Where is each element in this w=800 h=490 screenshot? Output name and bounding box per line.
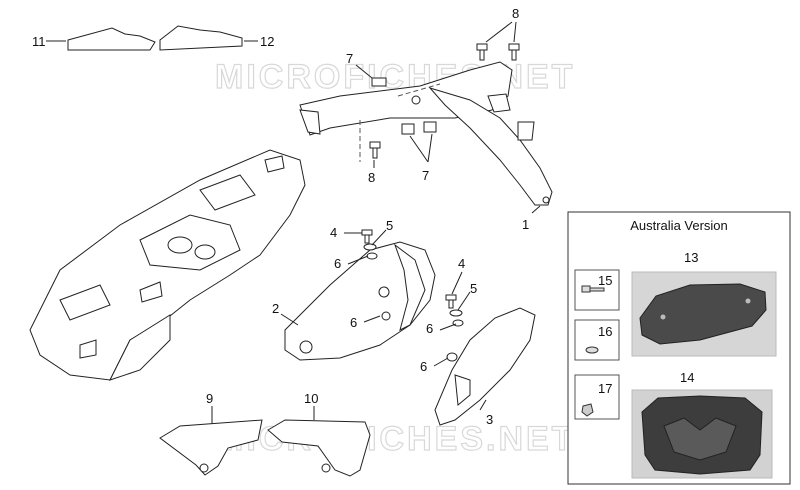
part-3-side-cover <box>434 307 536 426</box>
australia-version-title: Australia Version <box>630 218 728 233</box>
part-9-pad <box>159 419 263 476</box>
part-10-pad <box>267 419 371 477</box>
leader-7b-2 <box>427 133 433 163</box>
bolt-8-bottom <box>369 141 381 159</box>
callout-6-mid: 6 <box>350 315 357 330</box>
leader-2 <box>280 313 299 326</box>
part-1-bracket <box>299 61 553 206</box>
callout-4-right: 4 <box>458 256 465 271</box>
part-2-side-cover <box>284 241 436 361</box>
callout-7-bottom: 7 <box>422 168 429 183</box>
callout-9: 9 <box>206 391 213 406</box>
dash-line-2 <box>397 83 441 97</box>
callout-5-left: 5 <box>386 218 393 233</box>
leader-8a-1 <box>485 21 513 43</box>
callout-10: 10 <box>304 391 318 406</box>
leader-5a <box>371 229 387 246</box>
leader-4b <box>451 271 463 295</box>
part-16-box <box>574 319 620 361</box>
callout-6-right: 6 <box>426 321 433 336</box>
callout-17: 17 <box>598 381 612 396</box>
part-14-photo <box>631 389 773 479</box>
callout-13: 13 <box>684 250 698 265</box>
leader-1 <box>531 205 541 214</box>
callout-14: 14 <box>680 370 694 385</box>
leader-6d <box>433 357 449 367</box>
leader-7b-1 <box>409 135 429 163</box>
bolt-8-top <box>476 43 520 61</box>
callout-16: 16 <box>598 324 612 339</box>
clip-7-bottom <box>401 121 437 135</box>
leader-6b <box>363 315 381 323</box>
callout-6-left: 6 <box>334 256 341 271</box>
callout-4-left: 4 <box>330 225 337 240</box>
callout-7-top: 7 <box>346 51 353 66</box>
callout-3: 3 <box>486 412 493 427</box>
clip-7-top <box>371 77 387 87</box>
callout-11: 11 <box>32 34 46 49</box>
part-11-pad <box>67 27 156 51</box>
callout-5-right: 5 <box>470 281 477 296</box>
fasteners-right <box>445 294 464 362</box>
callout-15: 15 <box>598 273 612 288</box>
leader-3 <box>479 399 487 411</box>
leader-6c <box>439 323 457 331</box>
callout-1: 1 <box>522 217 529 232</box>
part-12-pad <box>159 25 243 51</box>
callout-8-top: 8 <box>512 6 519 21</box>
leader-8a-2 <box>513 21 517 43</box>
rear-undertray <box>29 149 306 381</box>
watermark-bottom: MICROFICHES.NET <box>215 420 575 458</box>
callout-8-bottom: 8 <box>368 170 375 185</box>
leader-6a <box>347 255 369 265</box>
leader-5b <box>457 291 471 311</box>
callout-2: 2 <box>272 301 279 316</box>
part-15-box <box>574 269 620 311</box>
part-17-box <box>574 374 620 420</box>
part-13-photo <box>631 271 777 357</box>
callout-12: 12 <box>260 34 274 49</box>
leader-7a <box>355 64 373 79</box>
callout-6-low: 6 <box>420 359 427 374</box>
